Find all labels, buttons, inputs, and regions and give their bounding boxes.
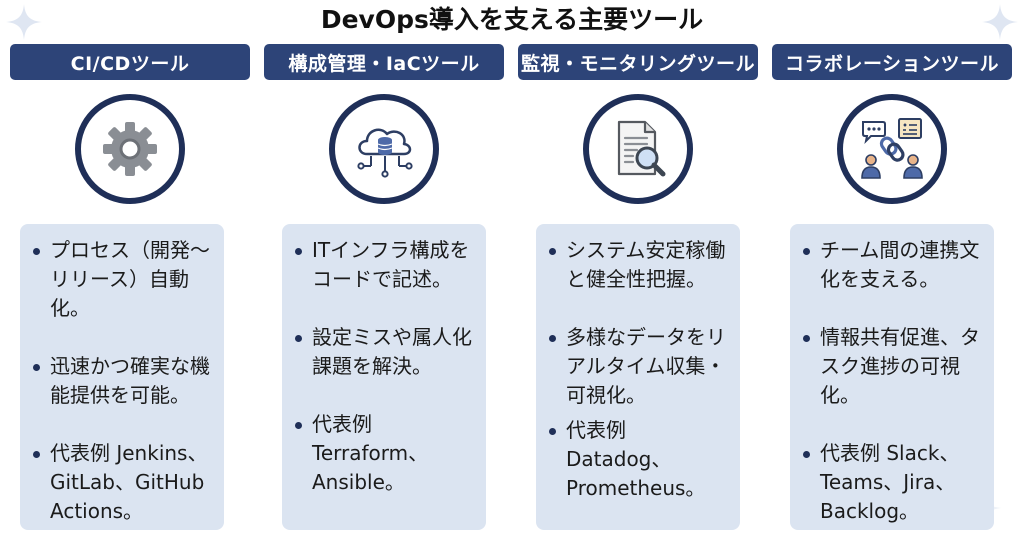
- column-header: コラボレーションツール: [772, 44, 1012, 80]
- info-card: チーム間の連携文化を支える。 情報共有促進、タスク進捗の可視化。 代表例 Sla…: [790, 224, 994, 530]
- bullet-item: 代表例 Jenkins、GitLab、GitHub Actions。: [33, 439, 214, 526]
- column-cicd: CI/CDツール プロセス（開発〜リリース）自動化。 迅速かつ確実な機能提供を可…: [10, 0, 250, 547]
- column-header: 構成管理・IaCツール: [264, 44, 504, 80]
- bullet-list: ITインフラ構成をコードで記述。 設定ミスや属人化課題を解決。 代表例 Terr…: [282, 224, 486, 497]
- team-collaboration-icon: [861, 118, 923, 179]
- document-magnifier-icon: [617, 120, 666, 177]
- bullet-list: チーム間の連携文化を支える。 情報共有促進、タスク進捗の可視化。 代表例 Sla…: [790, 224, 994, 526]
- bullet-item: 代表例 Terraform、Ansible。: [295, 410, 476, 497]
- bullet-item: 情報共有促進、タスク進捗の可視化。: [803, 323, 984, 410]
- info-card: プロセス（開発〜リリース）自動化。 迅速かつ確実な機能提供を可能。 代表例 Je…: [20, 224, 224, 530]
- bullet-item: ITインフラ構成をコードで記述。: [295, 236, 476, 294]
- bullet-item: 迅速かつ確実な機能提供を可能。: [33, 352, 214, 410]
- page-title: DevOps導入を支える主要ツール: [320, 5, 704, 34]
- bullet-item: プロセス（開発〜リリース）自動化。: [33, 236, 214, 323]
- icon-badge: [75, 94, 185, 204]
- icon-badge: [837, 94, 947, 204]
- bullet-item: 代表例 Datadog、Prometheus。: [549, 416, 730, 503]
- column-collaboration: コラボレーションツール: [772, 0, 1012, 547]
- info-card: システム安定稼働と健全性把握。 多様なデータをリアルタイム収集・可視化。 代表例…: [536, 224, 740, 530]
- bullet-item: 設定ミスや属人化課題を解決。: [295, 323, 476, 381]
- sparkle-icon: [980, 2, 1020, 42]
- bullet-item: 代表例 Slack、Teams、Jira、Backlog。: [803, 439, 984, 526]
- bullet-item: 多様なデータをリアルタイム収集・可視化。: [549, 323, 730, 410]
- icon-badge: [329, 94, 439, 204]
- bullet-item: チーム間の連携文化を支える。: [803, 236, 984, 294]
- column-monitoring: 監視・モニタリングツール システム安定稼働と健全性把握。 多様なデータをリアルタ…: [518, 0, 758, 547]
- gear-icon: [103, 122, 157, 176]
- column-header: 監視・モニタリングツール: [518, 44, 758, 80]
- sparkle-icon: [4, 2, 44, 42]
- bullet-list: システム安定稼働と健全性把握。 多様なデータをリアルタイム収集・可視化。 代表例…: [536, 224, 740, 503]
- column-header: CI/CDツール: [10, 44, 250, 80]
- bullet-list: プロセス（開発〜リリース）自動化。 迅速かつ確実な機能提供を可能。 代表例 Je…: [20, 224, 224, 526]
- bullet-item: システム安定稼働と健全性把握。: [549, 236, 730, 294]
- cloud-database-icon: [357, 128, 413, 178]
- icon-badge: [583, 94, 693, 204]
- info-card: ITインフラ構成をコードで記述。 設定ミスや属人化課題を解決。 代表例 Terr…: [282, 224, 486, 530]
- column-iac: 構成管理・IaCツール ITインフラ構成をコードで記述。 設定ミスや属人化課題を…: [264, 0, 504, 547]
